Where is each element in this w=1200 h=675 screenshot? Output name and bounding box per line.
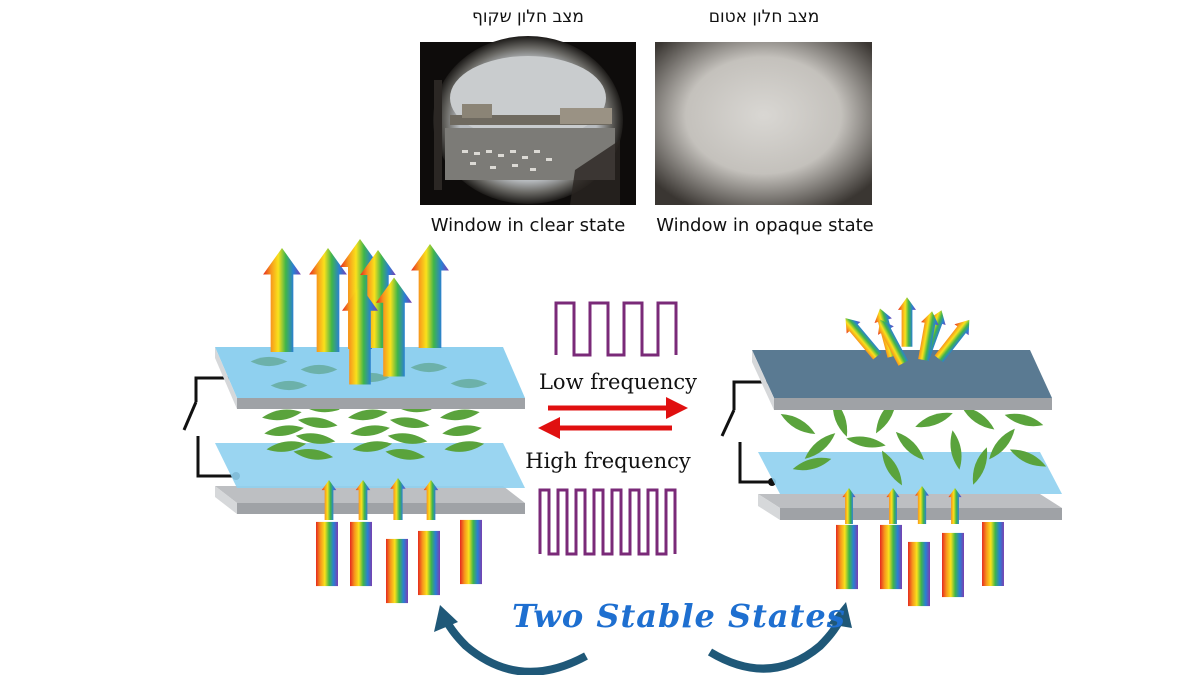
curved-arrow-right: [707, 602, 852, 673]
right-lc-cell: [720, 297, 1062, 607]
low-frequency-label: Low frequency: [538, 370, 698, 394]
clear-window-photo: [420, 36, 636, 205]
diagram-title: Two Stable States: [512, 597, 846, 635]
curved-arrow-left: [434, 605, 588, 675]
caption-opaque-state: Window in opaque state: [656, 215, 874, 236]
left-lc-cell: [182, 239, 525, 604]
caption-clear-state: Window in clear state: [430, 215, 626, 236]
hebrew-label-clear: מצב חלון שקוף: [472, 7, 584, 27]
opaque-window-photo: [655, 42, 872, 205]
high-frequency-wave: [538, 488, 677, 556]
low-frequency-wave: [554, 301, 678, 357]
arrow-to-opaque: [548, 397, 688, 419]
high-frequency-label: High frequency: [525, 449, 691, 473]
arrow-to-clear: [538, 417, 672, 439]
hebrew-label-opaque: מצב חלון אטום: [708, 7, 820, 27]
